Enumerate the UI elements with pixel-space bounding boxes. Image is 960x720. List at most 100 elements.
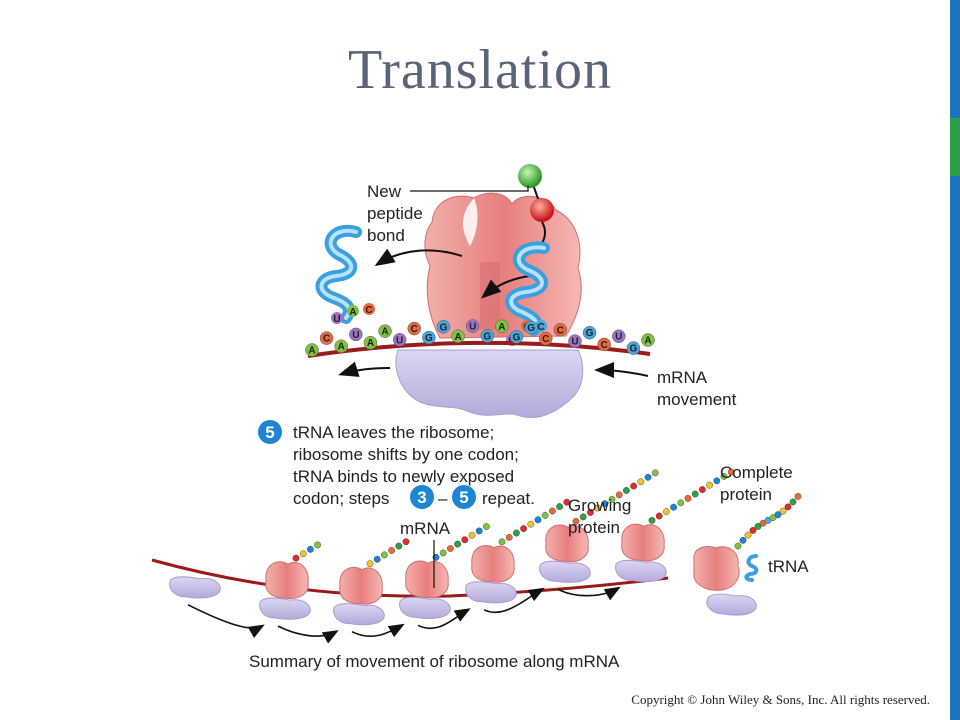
mrna-base-label: U	[469, 322, 476, 333]
amino-acid-bead	[655, 512, 663, 520]
summary-ribosome-large	[545, 524, 589, 563]
summary-move-arrow	[187, 604, 265, 639]
label-complete-1: Complete	[720, 463, 793, 482]
mrna-base-label: C	[601, 340, 608, 351]
mrna-base-label: A	[498, 322, 505, 333]
summary-ribosome-small	[615, 559, 667, 582]
amino-acid-bead	[395, 542, 403, 550]
amino-acid-bead	[623, 487, 630, 494]
mrna-base	[553, 323, 568, 337]
svg-text:A: A	[349, 307, 356, 318]
small-subunit	[395, 349, 584, 419]
svg-text:C: C	[365, 305, 372, 316]
amino-acid-bead	[608, 495, 616, 503]
amino-acid-bead	[534, 516, 542, 524]
amino-acid-bead	[439, 549, 447, 557]
label-mrna-movement-1: mRNA	[657, 368, 708, 387]
label-new: New	[367, 182, 402, 201]
svg-text:5: 5	[459, 488, 468, 507]
mrna-base	[568, 334, 582, 348]
amino-acid-bead	[454, 540, 461, 548]
summary-ribosome-small	[333, 603, 385, 626]
amino-acid-bead	[373, 555, 381, 563]
label-leader-line	[410, 186, 529, 192]
svg-text:C: C	[537, 322, 544, 333]
amino-acid-bead	[637, 478, 645, 486]
mrna-base-label: C	[411, 324, 418, 335]
amino-acid-bead	[670, 503, 677, 511]
trna-bound	[505, 241, 550, 336]
amino-acid-bead	[306, 545, 314, 553]
label-peptide: peptide	[367, 204, 423, 223]
amino-acid-bead	[292, 554, 300, 562]
mrna-base	[538, 331, 553, 346]
mrna-base	[641, 333, 655, 347]
amino-acid-green	[518, 164, 542, 188]
mrna-base	[495, 319, 509, 334]
released-ribosome	[693, 546, 757, 616]
amino-acid-bead	[461, 536, 469, 544]
summary-ribosome-large	[471, 545, 515, 583]
mrna-base-label: A	[644, 336, 651, 347]
amino-acid-bead	[572, 517, 580, 525]
summary-ribosome-small	[259, 597, 311, 620]
complete-protein-bead	[739, 536, 747, 544]
amino-acid-bead	[402, 538, 410, 546]
summary-ribosome-small	[539, 560, 591, 583]
complete-protein-bead	[774, 511, 782, 519]
mrna-base	[319, 331, 334, 345]
mrna-base-label: G	[630, 344, 638, 355]
amino-acid-bead	[691, 490, 699, 498]
amino-acid-bead	[468, 531, 476, 539]
mrna-base	[436, 320, 451, 334]
summary-ribosome-large	[265, 561, 309, 600]
mrna-base-label: A	[338, 342, 345, 353]
mrna-base-label: U	[396, 335, 403, 346]
label-complete-2: protein	[720, 485, 772, 504]
summary-move-arrow	[277, 625, 339, 644]
svg-text:tRNA binds to newly exposed: tRNA binds to newly exposed	[293, 467, 514, 486]
amino-acid-bead	[380, 551, 388, 559]
label-mrna: mRNA	[400, 519, 451, 538]
mrna-base-label: A	[308, 346, 315, 357]
amino-acid-bead	[651, 469, 659, 477]
amino-acid-bead	[706, 481, 713, 489]
label-mrna-movement-2: movement	[657, 390, 737, 409]
complete-protein-bead	[789, 498, 797, 506]
amino-acid-bead	[366, 560, 374, 568]
label-growing-2: protein	[568, 518, 620, 537]
mrna-base-label: U	[352, 330, 359, 341]
complete-protein-bead	[769, 514, 777, 522]
complete-protein-bead	[749, 527, 757, 534]
amino-acid-bead	[520, 525, 527, 533]
summary-move-arrow	[557, 586, 621, 601]
summary-ribosome-small	[399, 596, 451, 619]
amino-acid-bead	[720, 472, 728, 480]
amino-acid-bead	[513, 529, 520, 537]
amino-acid-bead	[713, 477, 721, 485]
mrna-base-label: U	[615, 332, 622, 343]
amino-acid-bead	[648, 516, 656, 524]
amino-acid-bead	[579, 513, 587, 521]
mrna-base-label: G	[586, 328, 594, 339]
mrna-base	[524, 320, 538, 335]
amino-acid-bead	[601, 500, 609, 508]
summary-ribosome-small	[465, 581, 517, 604]
summary-ribosome-large	[339, 566, 383, 605]
mrna-base-label: A	[454, 332, 461, 343]
amino-acid-bead	[498, 538, 506, 546]
amino-acid-bead	[699, 486, 706, 493]
amino-acid-bead	[727, 468, 735, 476]
amino-acid-bead	[505, 534, 513, 541]
amino-acid-bead	[446, 545, 454, 552]
amino-acid-bead	[549, 507, 556, 515]
mrna-base	[509, 330, 524, 344]
svg-text:codon; steps: codon; steps	[293, 489, 389, 508]
amino-acid-bead	[684, 494, 692, 502]
amino-acid-bead	[541, 512, 549, 519]
accent-bar	[950, 0, 960, 720]
step-badge	[258, 420, 282, 444]
amino-acid-red	[530, 198, 554, 222]
mrna-base	[349, 327, 363, 342]
